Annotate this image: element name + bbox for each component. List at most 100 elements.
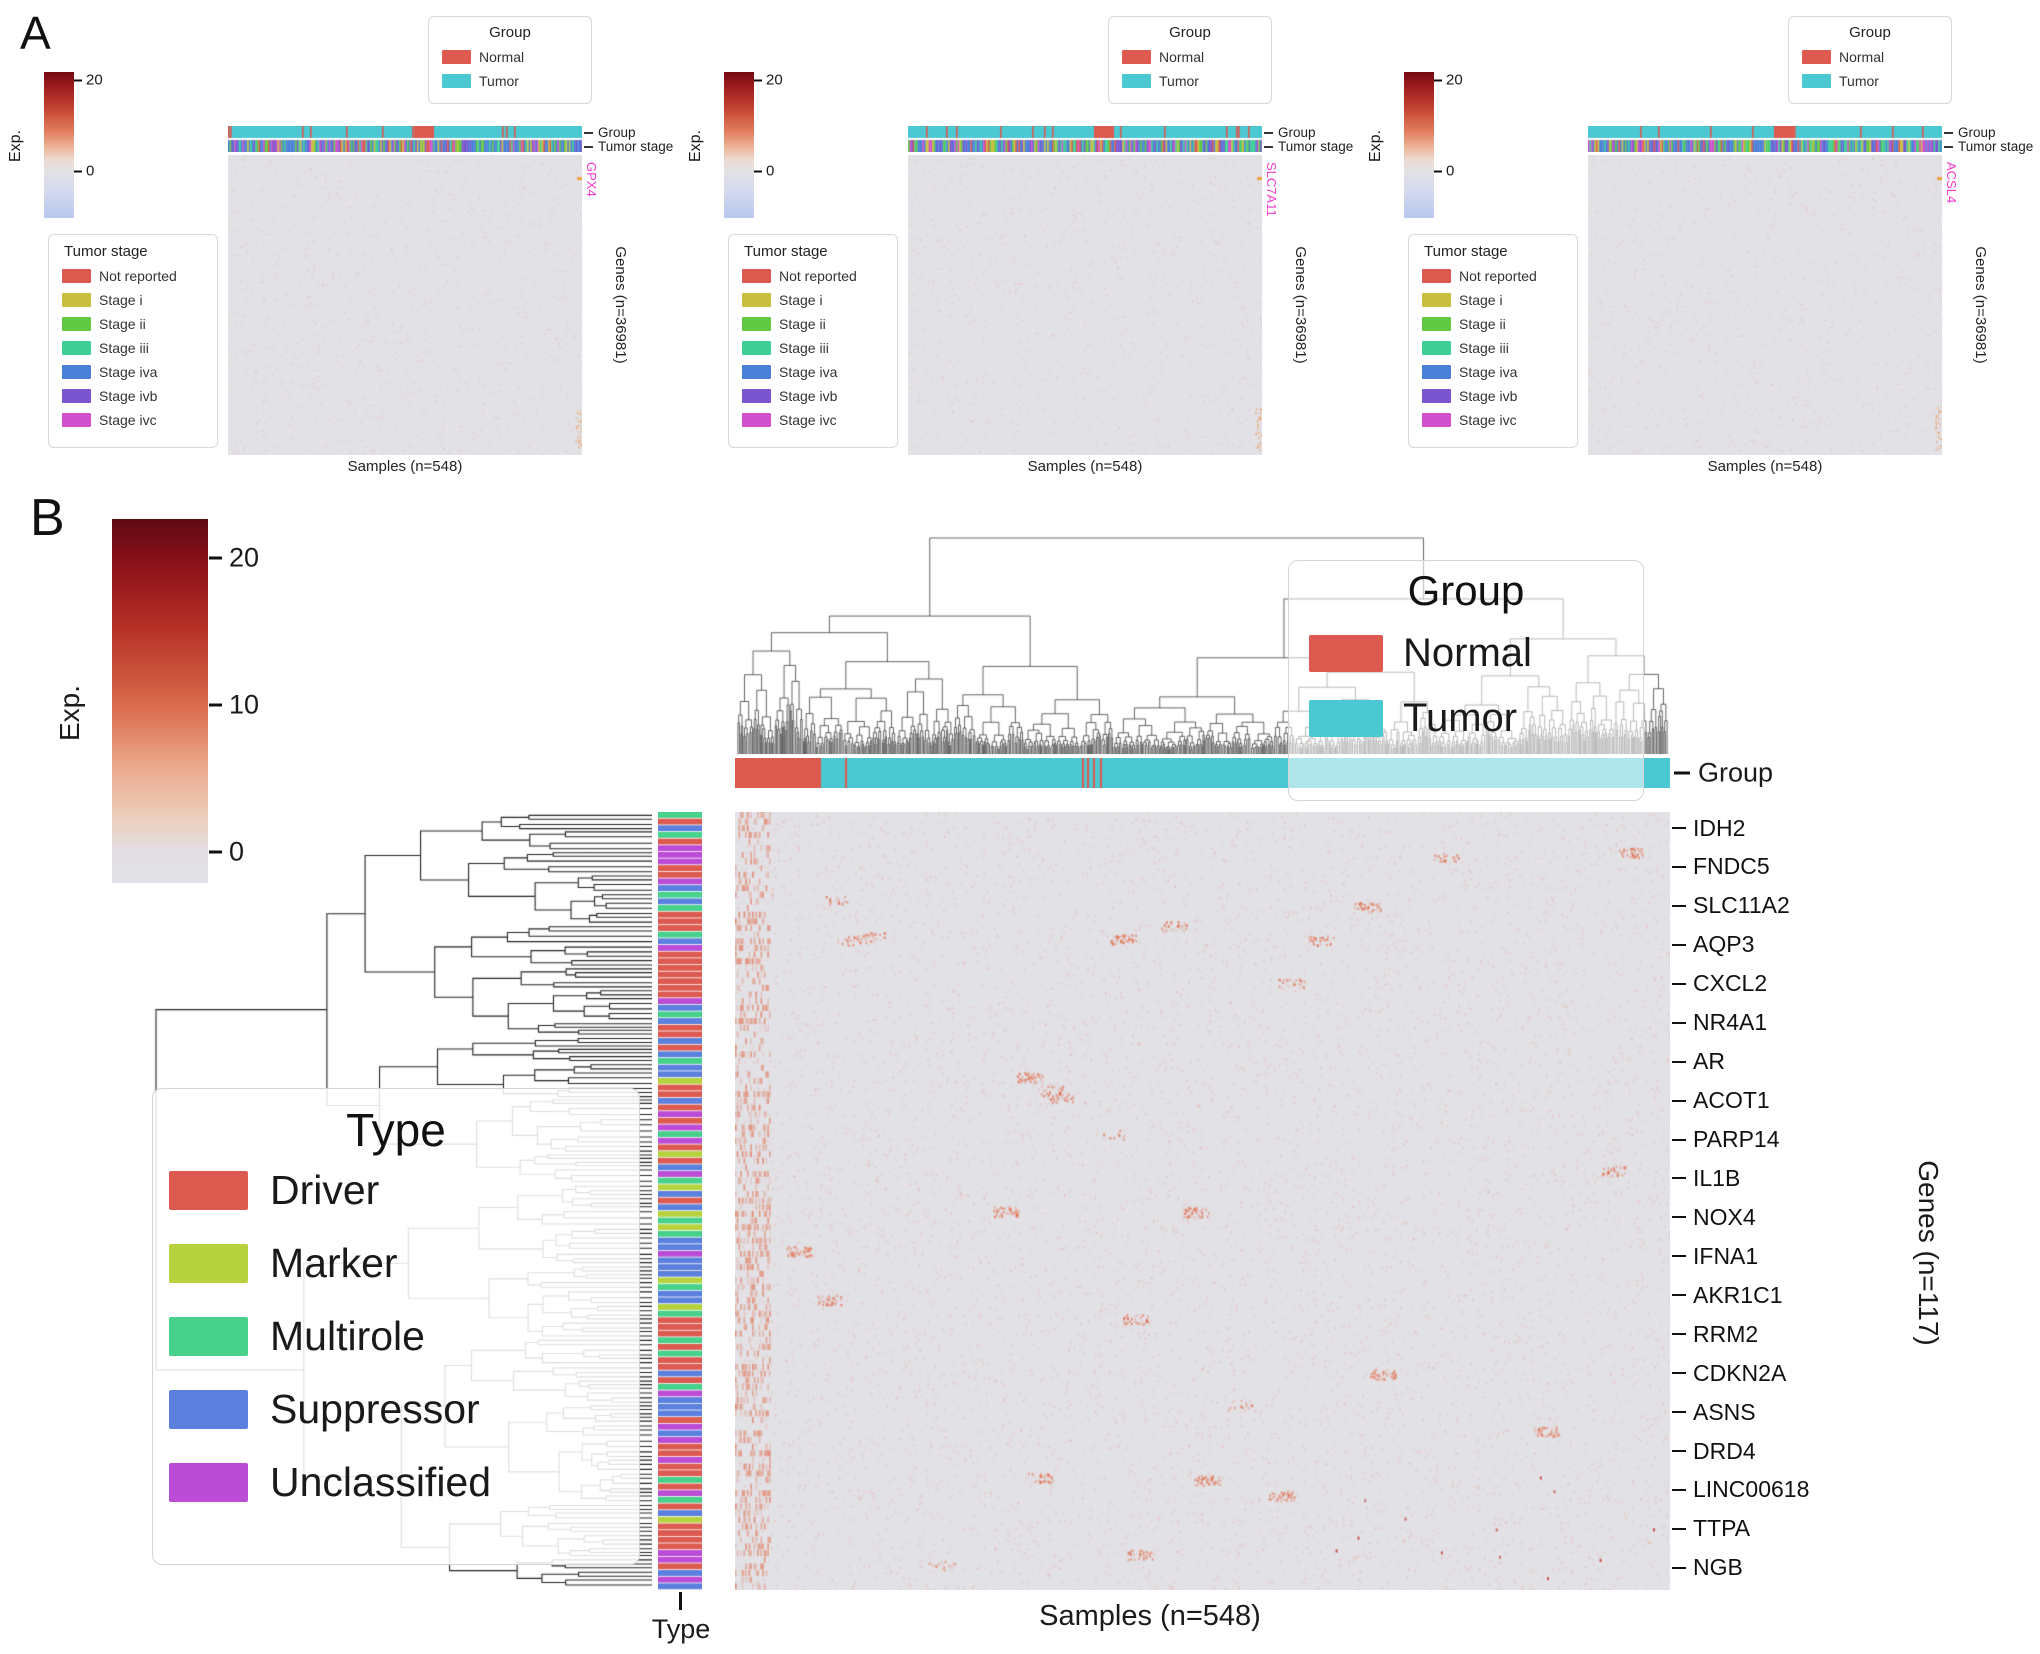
gene-label-text: NOX4 bbox=[1693, 1203, 1756, 1230]
legend-swatch bbox=[1309, 700, 1383, 737]
tick-dash bbox=[1434, 79, 1442, 81]
legend-label: Unclassified bbox=[270, 1459, 492, 1505]
highlight-gene-label: SLC7A11 bbox=[1264, 162, 1279, 217]
gene-label-text: PARP14 bbox=[1693, 1126, 1780, 1152]
legend-swatch bbox=[1422, 269, 1451, 283]
colorbar-tick-20: 20 bbox=[74, 72, 103, 89]
annotation-label-group: Group bbox=[584, 125, 636, 140]
legend-label: Marker bbox=[270, 1240, 398, 1286]
tick-dash bbox=[209, 703, 222, 707]
legend-label: Stage iva bbox=[779, 364, 838, 380]
legend-item: Stage ivc bbox=[62, 412, 217, 428]
legend-swatch bbox=[1122, 50, 1151, 64]
tick-dash bbox=[1672, 1294, 1686, 1297]
legend-label: Stage ii bbox=[1459, 316, 1506, 332]
gene-label: IFNA1 bbox=[1672, 1243, 1809, 1269]
gene-label-text: DRD4 bbox=[1693, 1437, 1756, 1464]
expression-colorbar bbox=[724, 72, 754, 218]
legend-item: Stage ivb bbox=[742, 388, 897, 404]
tick-dash bbox=[1672, 1527, 1686, 1530]
gene-label-text: SLC11A2 bbox=[1693, 892, 1790, 919]
legend-item: Tumor bbox=[1309, 696, 1643, 741]
annotation-label-tumor-stage: Tumor stage bbox=[584, 139, 673, 154]
legend-label: Suppressor bbox=[270, 1386, 480, 1432]
legend-swatch bbox=[442, 74, 471, 88]
genes-axis-label-b: Genes (n=117) bbox=[1913, 1160, 1944, 1346]
legend-item: Not reported bbox=[1422, 268, 1577, 284]
legend-item: Not reported bbox=[62, 268, 217, 284]
gene-label-text: CXCL2 bbox=[1693, 970, 1768, 997]
annotation-label-text: Group bbox=[1278, 125, 1316, 140]
colorbar-title: Exp. bbox=[687, 129, 704, 163]
legend-item: Unclassified bbox=[169, 1459, 639, 1506]
tick-dash bbox=[1672, 982, 1686, 985]
expression-heatmap-b bbox=[735, 812, 1670, 1590]
tick-dash bbox=[1672, 1021, 1686, 1024]
colorbar-title: Exp. bbox=[1367, 129, 1384, 163]
group-legend-title: Group bbox=[489, 24, 531, 41]
legend-item: Driver bbox=[169, 1167, 639, 1214]
legend-label: Stage ivb bbox=[1459, 388, 1518, 404]
legend-label: Stage ivc bbox=[1459, 412, 1517, 428]
tick-dash bbox=[1672, 904, 1686, 907]
tick-label: 0 bbox=[1446, 162, 1455, 180]
legend-swatch bbox=[742, 341, 771, 355]
legend-item: Stage iva bbox=[742, 364, 897, 380]
legend-label: Normal bbox=[1159, 49, 1205, 65]
samples-axis-label: Samples (n=548) bbox=[347, 458, 463, 475]
gene-label: AR bbox=[1672, 1048, 1809, 1075]
colorbar-b-tick-10: 10 bbox=[209, 690, 259, 721]
legend-label: Stage iii bbox=[779, 340, 829, 356]
legend-item: Normal bbox=[1802, 49, 1951, 65]
panel-b-label: B bbox=[30, 489, 65, 547]
type-legend-title: Type bbox=[346, 1104, 446, 1156]
tick-label: 0 bbox=[766, 162, 775, 180]
expression-colorbar bbox=[44, 72, 74, 218]
tick-dash bbox=[1672, 1255, 1686, 1258]
tick-dash bbox=[1672, 865, 1686, 868]
legend-item: Tumor bbox=[1122, 73, 1271, 89]
legend-swatch bbox=[169, 1317, 248, 1356]
colorbar-b-tick-20: 20 bbox=[209, 543, 259, 574]
legend-item: Stage i bbox=[1422, 292, 1577, 308]
sample-annotation-bars bbox=[1588, 126, 1942, 152]
legend-item: Stage ivb bbox=[62, 388, 217, 404]
tick-dash bbox=[1672, 1138, 1686, 1141]
gene-label: DRD4 bbox=[1672, 1438, 1809, 1464]
colorbar-tick-0: 0 bbox=[1434, 163, 1454, 180]
gene-label-text: FNDC5 bbox=[1693, 853, 1770, 880]
gene-label-text: ASNS bbox=[1693, 1398, 1756, 1425]
gene-label-text: AQP3 bbox=[1693, 931, 1755, 958]
tumor-stage-legend: Tumor stage Not reported Stage i bbox=[1408, 234, 1578, 448]
sample-annotation-bars bbox=[908, 126, 1262, 152]
tick-dash bbox=[1672, 1177, 1686, 1180]
annotation-label-text: Tumor stage bbox=[1278, 139, 1354, 154]
legend-swatch bbox=[62, 413, 91, 427]
legend-item: Stage iii bbox=[1422, 340, 1577, 356]
tick-label: 20 bbox=[1446, 71, 1463, 89]
group-legend-title: Group bbox=[1407, 567, 1525, 614]
legend-swatch bbox=[169, 1463, 248, 1502]
legend-item: Stage iii bbox=[742, 340, 897, 356]
legend-swatch bbox=[62, 389, 91, 403]
legend-item: Stage ii bbox=[1422, 316, 1577, 332]
tumor-stage-legend-title: Tumor stage bbox=[1424, 243, 1508, 260]
tumor-stage-legend-items: Not reported Stage i Stage ii St bbox=[49, 264, 217, 432]
legend-swatch bbox=[1422, 317, 1451, 331]
gene-label-text: LINC00618 bbox=[1693, 1476, 1810, 1503]
colorbar-tick-20: 20 bbox=[1434, 72, 1463, 89]
tumor-stage-legend-title: Tumor stage bbox=[744, 243, 828, 260]
tick-dash bbox=[1264, 145, 1273, 148]
panel-a-subpanel-gpx4: 20 0 Exp. Group Normal Tumor bbox=[0, 0, 680, 492]
gene-label: RRM2 bbox=[1672, 1321, 1809, 1347]
tick-dash bbox=[209, 556, 222, 560]
legend-label: Stage ivb bbox=[779, 388, 838, 404]
legend-item: Stage ivc bbox=[742, 412, 897, 428]
tick-dash bbox=[1672, 1060, 1686, 1063]
gene-label-text: IDH2 bbox=[1693, 814, 1746, 841]
legend-label: Stage iva bbox=[1459, 364, 1518, 380]
legend-swatch bbox=[1802, 50, 1831, 64]
tumor-stage-legend: Tumor stage Not reported Stage i bbox=[728, 234, 898, 448]
legend-item: Multirole bbox=[169, 1313, 639, 1360]
tick-dash bbox=[74, 79, 82, 81]
